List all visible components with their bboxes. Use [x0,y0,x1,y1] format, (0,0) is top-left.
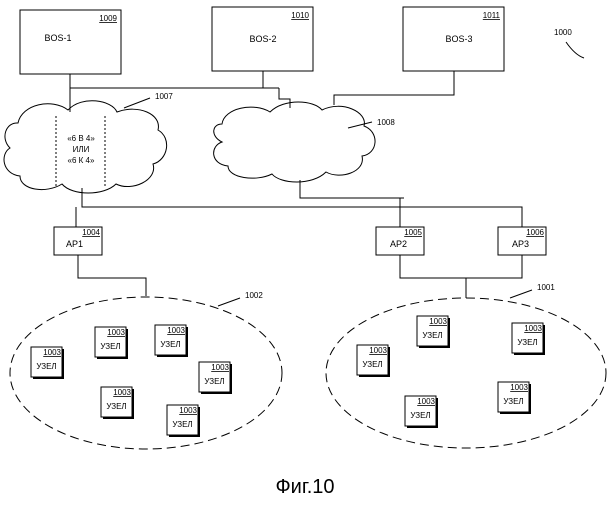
access-point-label-ap1: AP1 [66,239,83,249]
leader-1001 [510,290,532,298]
node-label: УЗЕЛ [410,411,430,420]
server-ref-1011: 1011 [483,11,501,20]
node-ref: 1003 [179,406,197,415]
node-ref: 1003 [524,324,542,333]
node-7: 1003УЗЕЛ [357,345,390,377]
link-bos3-cloud-1008 [334,71,454,105]
access-point-label-ap2: AP2 [390,239,407,249]
node-3: 1003УЗЕЛ [155,325,188,357]
access-point-ref-1006: 1006 [526,228,544,237]
server-label-bos-1: BOS-1 [44,33,71,43]
node-label: УЗЕЛ [106,402,126,411]
network-ref-1002: 1002 [245,291,263,300]
access-point-label-ap3: AP3 [512,239,529,249]
cloud-1008 [214,102,375,182]
node-ref: 1003 [417,397,435,406]
node-ref: 1003 [211,363,229,372]
node-group: 1003УЗЕЛ1003УЗЕЛ1003УЗЕЛ1003УЗЕЛ1003УЗЕЛ… [31,316,545,437]
cloud-text-line-1: «6 В 4» [67,134,95,143]
cloud-text-line-3: «6 К 4» [68,156,95,165]
link-ap2-ap3 [400,255,522,278]
leader-1007 [124,98,150,108]
node-ref: 1003 [113,388,131,397]
node-ref: 1003 [369,346,387,355]
link-cloud-1008-ap2 [300,180,400,227]
access-point-ref-1004: 1004 [82,228,100,237]
node-ref: 1003 [43,348,61,357]
access-point-ref-1005: 1005 [404,228,422,237]
node-2: 1003УЗЕЛ [95,327,128,359]
node-label: УЗЕЛ [204,377,224,386]
cloud-ref-1008: 1008 [377,118,395,127]
node-label: УЗЕЛ [517,338,537,347]
link-ap1-network-1002 [78,255,146,296]
node-9: 1003УЗЕЛ [512,323,545,355]
node-ref: 1003 [429,317,447,326]
node-11: 1003УЗЕЛ [405,396,438,428]
node-label: УЗЕЛ [422,331,442,340]
node-label: УЗЕЛ [362,360,382,369]
node-ref: 1003 [510,383,528,392]
figure-caption: Фиг.10 [275,476,334,498]
node-label: УЗЕЛ [503,397,523,406]
link-bos1-bus [70,74,279,88]
node-1: 1003УЗЕЛ [31,347,64,379]
server-ref-1009: 1009 [99,14,117,23]
leader-1008 [348,122,372,128]
server-label-bos-2: BOS-2 [249,34,276,44]
node-ref: 1003 [107,328,125,337]
node-ref: 1003 [167,326,185,335]
node-label: УЗЕЛ [100,342,120,351]
node-5: 1003УЗЕЛ [101,387,134,419]
link-cloud-ap-bus [82,188,522,227]
node-4: 1003УЗЕЛ [199,362,232,394]
leader-1000 [566,42,584,58]
node-6: 1003УЗЕЛ [167,405,200,437]
node-label: УЗЕЛ [36,362,56,371]
server-label-bos-3: BOS-3 [445,34,472,44]
node-label: УЗЕЛ [172,420,192,429]
network-ref-1001: 1001 [537,283,555,292]
server-ref-1010: 1010 [291,11,309,20]
cloud-text-line-2: ИЛИ [73,145,90,154]
node-8: 1003УЗЕЛ [417,316,450,348]
node-label: УЗЕЛ [160,340,180,349]
figure-number: 1000 [554,28,572,37]
node-10: 1003УЗЕЛ [498,382,531,414]
leader-1002 [218,298,240,306]
cloud-ref-1007: 1007 [155,92,173,101]
